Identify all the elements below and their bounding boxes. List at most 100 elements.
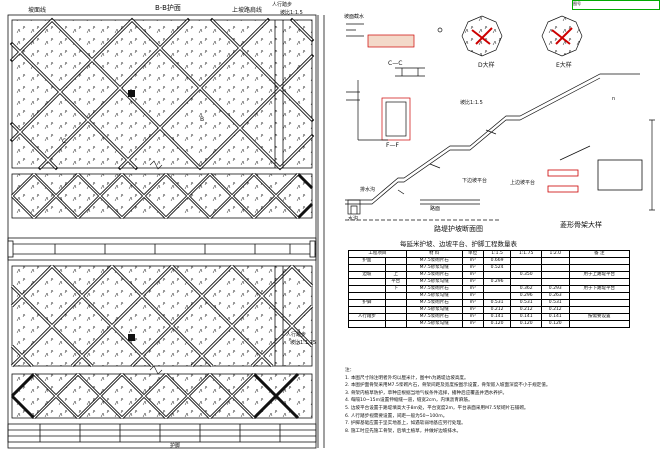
table-cell <box>348 285 386 293</box>
table-cell <box>348 264 386 272</box>
table-cell <box>384 257 407 265</box>
table-header-cell: 工程项目 <box>348 250 407 258</box>
label-grade-bottom: 坡比1:1.75 <box>290 340 316 346</box>
table-cell: 0.120 <box>510 320 542 328</box>
table-cell <box>482 271 512 279</box>
label-bottom: 护脚 <box>170 443 181 449</box>
table-cell <box>568 257 631 265</box>
table-cell: M7.5浆砌片石 <box>405 285 463 293</box>
table-cell <box>348 292 386 300</box>
table-cell: 0.296 <box>510 292 542 300</box>
note-line: 3. 骨架内植草防护，草种应根据当地气候条件选择，播种后应覆盖并洒水养护。 <box>345 390 508 396</box>
table-cell: m² <box>461 306 484 314</box>
table-cell: 0.212 <box>510 306 542 314</box>
table-cell <box>568 320 631 328</box>
label-slope-sign: n <box>612 96 616 102</box>
table-cell: M7.5砂浆勾缝 <box>405 306 463 314</box>
table-header-cell: 材 料 <box>405 250 463 258</box>
table-cell <box>348 306 386 314</box>
table-cell <box>510 264 542 272</box>
table-cell <box>384 313 407 321</box>
note-line: 4. 每隔10~15m设置伸缩缝一道，缝宽2cm，内填沥青麻筋。 <box>345 398 473 404</box>
section-ff <box>346 80 411 141</box>
table-cell <box>482 292 512 300</box>
table-cell: 0.263 <box>540 292 570 300</box>
step-marker <box>128 90 135 97</box>
table-header-row: 工程项目 材 料 单位 1:1.5 1:1.75 1:2.0 备 注 <box>348 250 631 258</box>
table-cell: 0.362 <box>510 285 542 293</box>
drawing-number-box: 图号 <box>572 0 660 10</box>
table-cell: 0.120 <box>482 320 512 328</box>
table-cell: 用于下路堤平台 <box>568 285 631 293</box>
table-cell: 0.524 <box>482 264 512 272</box>
table-cell <box>568 278 631 286</box>
label-c: C <box>62 138 67 145</box>
table-cell <box>384 320 407 328</box>
note-line: 8. 施工时应先施工骨架，后填土植草，并做好边坡排水。 <box>345 428 462 434</box>
table-cell <box>384 306 407 314</box>
detail-e <box>541 15 583 57</box>
table-cell: m³ <box>461 313 484 321</box>
label-gd: 路面 <box>430 206 441 212</box>
note-line: 1. 本图尺寸除注明者外均以厘米计，图中h为路堤边坡高度。 <box>345 375 469 381</box>
upper-lattice-block <box>9 17 315 171</box>
label-grade-top: 坡比1:1.5 <box>280 10 303 16</box>
table-header-cell: 单位 <box>461 250 484 258</box>
grid-detail <box>547 145 643 193</box>
label-platform: 上边坡平台 <box>510 180 536 186</box>
table-cell <box>540 271 570 279</box>
table-cell: m² <box>461 320 484 328</box>
note-line: 7. 护脚基础应置于坚实地基上，如遇软弱地基应另行处理。 <box>345 421 466 427</box>
table-cell: 人行踏步 <box>348 313 386 321</box>
table-cell: m² <box>461 292 484 300</box>
gutter-detail <box>346 23 443 77</box>
table-cell: M7.5砂浆勾缝 <box>405 264 463 272</box>
notes-heading: 注： <box>345 368 355 373</box>
table-cell <box>568 292 631 300</box>
note-line: 2. 本图护面骨架采用M7.5浆砌片石，骨架间距及宽度按图示设置，骨架嵌入坡面深… <box>345 383 551 389</box>
table-cell: 0.120 <box>540 320 570 328</box>
table-cell: M7.5浆砌片石 <box>405 257 463 265</box>
title-grid-detail: 菱形骨架大样 <box>560 221 602 229</box>
table-cell <box>348 278 386 286</box>
label-b: B <box>200 116 205 123</box>
table-cell: M7.5砂浆勾缝 <box>405 320 463 328</box>
table-cell <box>510 278 542 286</box>
label-section-ff: F—F <box>386 142 399 149</box>
notes-block: 注： 1. 本图尺寸除注明者外均以厘米计，图中h为路堤边坡高度。 2. 本图护面… <box>345 367 657 435</box>
table-cell: 上 <box>384 271 407 279</box>
table-cell: 0.531 <box>482 299 512 307</box>
table-cell: 0.350 <box>510 271 542 279</box>
label-right-1: 人行踏步 <box>272 2 293 8</box>
table-header-cell: 1:1.5 <box>482 250 512 258</box>
table-cell: 0.141 <box>540 313 570 321</box>
left-panel-title: B-B护面 <box>155 4 181 12</box>
table-cell: 0.212 <box>540 306 570 314</box>
table-cell <box>540 264 570 272</box>
table-cell: M7.5砂浆勾缝 <box>405 278 463 286</box>
note-line: 6. 人行踏步视需要设置，间距一般为50~100m。 <box>345 413 448 419</box>
table-cell: m³ <box>461 257 484 265</box>
table-cell: M7.5砂浆勾缝 <box>405 292 463 300</box>
label-right-2: 人行踏步 <box>286 332 307 338</box>
table-cell: 0.141 <box>510 313 542 321</box>
middle-platform <box>7 237 317 261</box>
lower-band <box>10 372 313 420</box>
table-cell <box>348 320 386 328</box>
table-cell: 按需要设置 <box>568 313 631 321</box>
table-cell: m² <box>461 264 484 272</box>
table-cell <box>384 299 407 307</box>
table-cell <box>540 257 570 265</box>
table-cell: 下 <box>384 285 407 293</box>
table-cell: 0.296 <box>482 278 512 286</box>
table-header-cell: 1:1.75 <box>510 250 542 258</box>
table-cell <box>384 264 407 272</box>
table-cell <box>510 257 542 265</box>
table-header-cell: 1:2.0 <box>540 250 570 258</box>
table-title: 每延米护坡、边坡平台、护脚工程数量表 <box>400 240 517 248</box>
